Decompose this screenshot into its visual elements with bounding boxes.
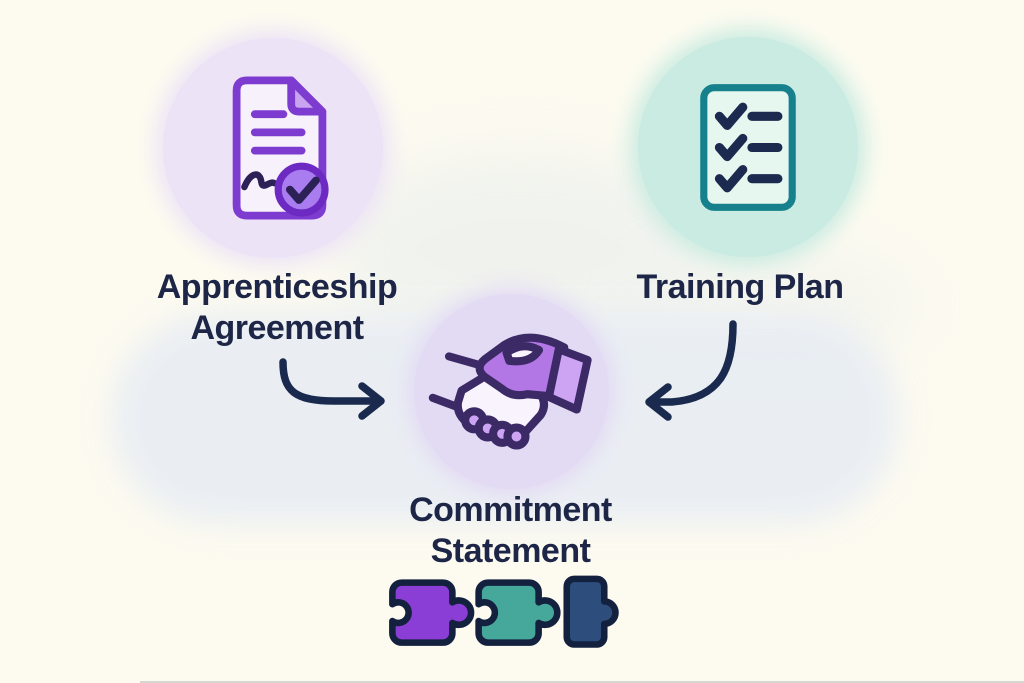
signed-document-icon: [232, 76, 329, 220]
puzzle-pieces-icon: [389, 575, 619, 648]
curved-arrow-right: [645, 320, 737, 421]
label-line: Apprenticeship: [156, 268, 398, 306]
handshake-icon: [428, 333, 592, 450]
label-line: Agreement: [190, 309, 364, 348]
bottom-edge-line: [140, 681, 1024, 683]
apprenticeship-agreement-label: Apprenticeship Agreement: [97, 267, 457, 349]
training-plan-label: Training Plan: [590, 267, 890, 308]
checklist-icon: [700, 83, 796, 211]
training-plan-circle: [638, 37, 858, 257]
label-line: Statement: [430, 532, 591, 571]
apprenticeship-agreement-circle: [163, 38, 383, 258]
label-line: Training Plan: [636, 268, 844, 306]
label-line: Commitment: [409, 491, 612, 529]
commitment-statement-circle: [414, 294, 609, 489]
commitment-statement-label: Commitment Statement: [338, 490, 683, 572]
curved-arrow-left: [279, 358, 385, 420]
